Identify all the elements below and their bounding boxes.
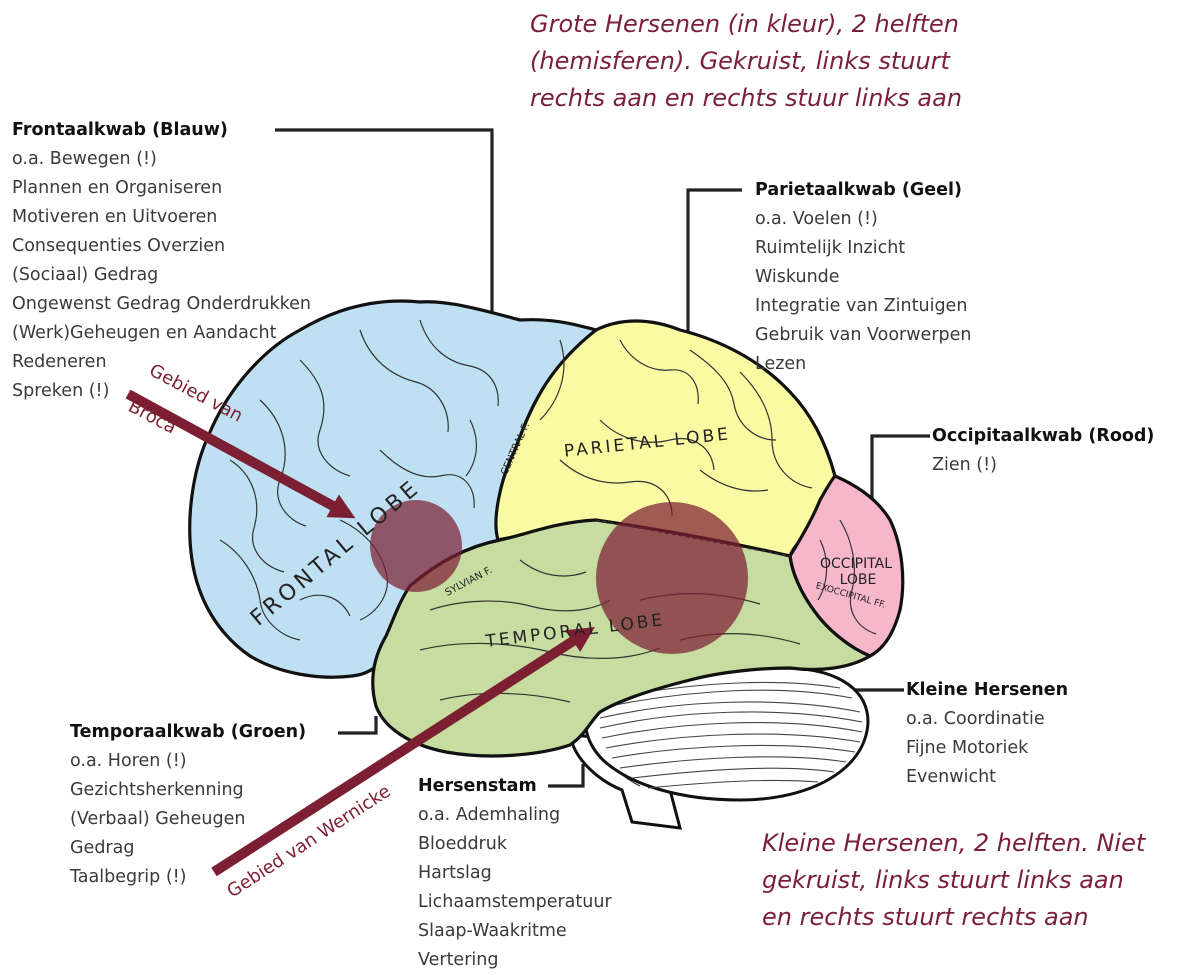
frontal-item: Ongewenst Gedrag Onderdrukken bbox=[12, 290, 311, 319]
note-cerebellum-line: en rechts stuurt rechts aan bbox=[762, 899, 1145, 936]
temporal-item: Gedrag bbox=[70, 834, 306, 863]
frontal-item: Motiveren en Uitvoeren bbox=[12, 203, 311, 232]
temporal-item: Taalbegrip (!) bbox=[70, 863, 306, 892]
temporal-item: Gezichtsherkenning bbox=[70, 776, 306, 805]
occipital-heading: Occipitaalkwab (Rood) bbox=[932, 422, 1154, 451]
parietal-item: Wiskunde bbox=[755, 263, 971, 292]
leader-occipital bbox=[872, 436, 930, 500]
parietal-item: Gebruik van Voorwerpen bbox=[755, 321, 971, 350]
brainstem-item: o.a. Ademhaling bbox=[418, 801, 612, 830]
label-occipital-lobe: LOBE bbox=[840, 572, 877, 588]
temporal-item: o.a. Horen (!) bbox=[70, 747, 306, 776]
cerebellum-item: Fijne Motoriek bbox=[906, 734, 1068, 763]
frontal-item: o.a. Bewegen (!) bbox=[12, 145, 311, 174]
brainstem-item: Vertering bbox=[418, 946, 612, 975]
parietal-item: Integratie van Zintuigen bbox=[755, 292, 971, 321]
note-cerebrum-line: (hemisferen). Gekruist, links stuurt bbox=[530, 43, 962, 80]
occipital-item: Zien (!) bbox=[932, 451, 1154, 480]
note-cerebellum: Kleine Hersenen, 2 helften. Niet gekruis… bbox=[762, 825, 1145, 936]
brainstem-info: Hersenstam o.a. Ademhaling Bloeddruk Har… bbox=[418, 772, 612, 975]
label-occipital: OCCIPITAL bbox=[820, 556, 892, 572]
cerebellum-heading: Kleine Hersenen bbox=[906, 676, 1068, 705]
temporal-heading: Temporaalkwab (Groen) bbox=[70, 718, 306, 747]
brainstem-item: Lichaamstemperatuur bbox=[418, 888, 612, 917]
note-cerebellum-line: Kleine Hersenen, 2 helften. Niet bbox=[762, 825, 1145, 862]
frontal-item: (Sociaal) Gedrag bbox=[12, 261, 311, 290]
leader-temporal bbox=[338, 716, 376, 733]
note-cerebrum: Grote Hersenen (in kleur), 2 helften (he… bbox=[530, 6, 962, 117]
frontal-item: Consequenties Overzien bbox=[12, 232, 311, 261]
temporal-item: (Verbaal) Geheugen bbox=[70, 805, 306, 834]
frontal-item: Redeneren bbox=[12, 348, 311, 377]
parietal-item: Ruimtelijk Inzicht bbox=[755, 234, 971, 263]
parietal-item: o.a. Voelen (!) bbox=[755, 205, 971, 234]
occipital-lobe-info: Occipitaalkwab (Rood) Zien (!) bbox=[932, 422, 1154, 480]
parietal-lobe-info: Parietaalkwab (Geel) o.a. Voelen (!) Rui… bbox=[755, 176, 971, 379]
brainstem-item: Hartslag bbox=[418, 859, 612, 888]
brainstem-heading: Hersenstam bbox=[418, 772, 612, 801]
note-cerebellum-line: gekruist, links stuurt links aan bbox=[762, 862, 1145, 899]
brainstem-item: Bloeddruk bbox=[418, 830, 612, 859]
frontal-heading: Frontaalkwab (Blauw) bbox=[12, 116, 311, 145]
frontal-lobe-info: Frontaalkwab (Blauw) o.a. Bewegen (!) Pl… bbox=[12, 116, 311, 406]
temporal-lobe-info: Temporaalkwab (Groen) o.a. Horen (!) Gez… bbox=[70, 718, 306, 892]
parietal-item: Lezen bbox=[755, 350, 971, 379]
parietal-heading: Parietaalkwab (Geel) bbox=[755, 176, 971, 205]
frontal-item: (Werk)Geheugen en Aandacht bbox=[12, 319, 311, 348]
note-cerebrum-line: rechts aan en rechts stuur links aan bbox=[530, 80, 962, 117]
leader-parietal bbox=[688, 190, 742, 340]
cerebellum-item: o.a. Coordinatie bbox=[906, 705, 1068, 734]
frontal-item: Plannen en Organiseren bbox=[12, 174, 311, 203]
cerebellum-item: Evenwicht bbox=[906, 763, 1068, 792]
brainstem-item: Slaap-Waakritme bbox=[418, 917, 612, 946]
note-cerebrum-line: Grote Hersenen (in kleur), 2 helften bbox=[530, 6, 962, 43]
cerebellum-info: Kleine Hersenen o.a. Coordinatie Fijne M… bbox=[906, 676, 1068, 792]
frontal-item: Spreken (!) bbox=[12, 377, 311, 406]
